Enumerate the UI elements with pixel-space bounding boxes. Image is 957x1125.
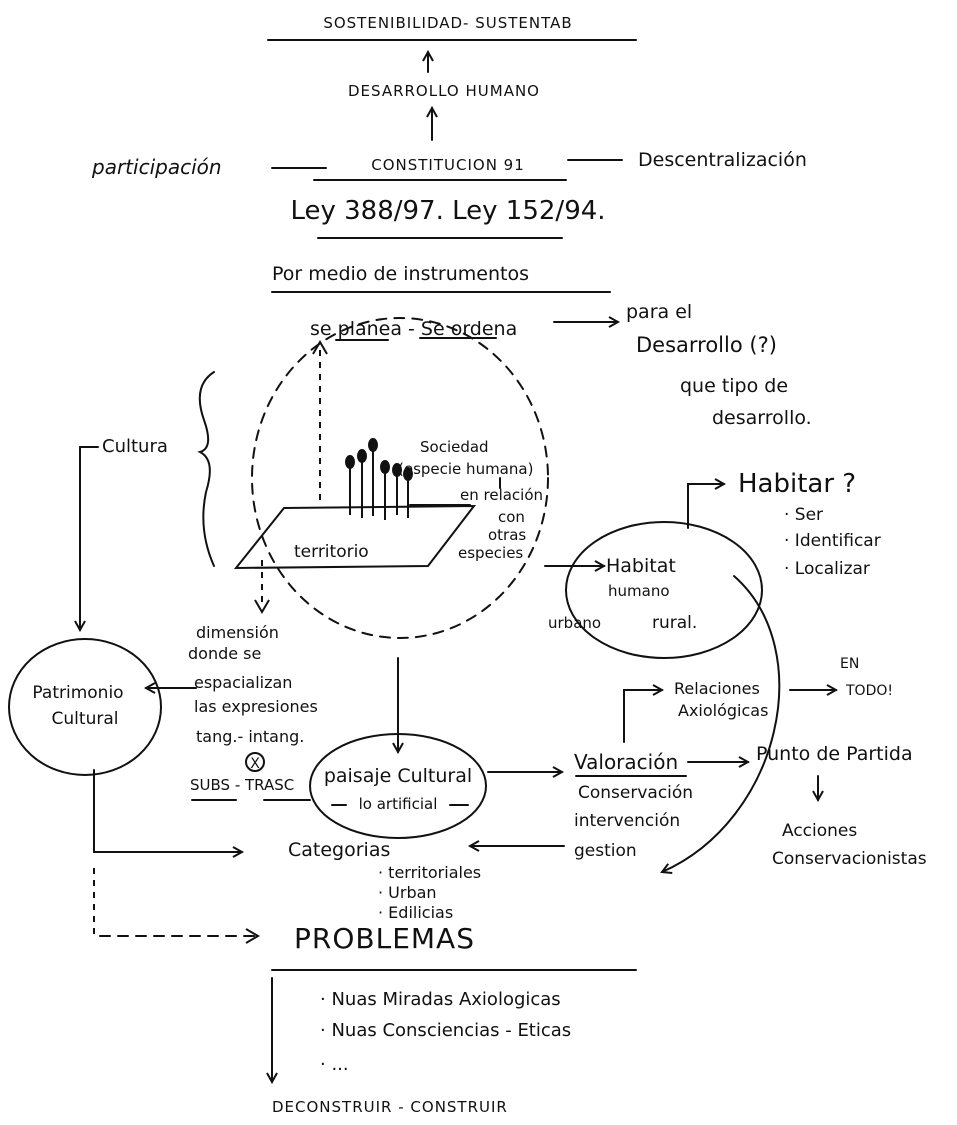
que-tipo-label: que tipo de [680, 375, 788, 397]
paisaje-label: paisaje Cultural [324, 765, 472, 787]
arrow-habitat-to-problemas [662, 575, 781, 872]
problemas-item-1: · Nuas Miradas Axiologicas [320, 989, 561, 1010]
todo-label: TODO! [845, 683, 893, 699]
punto-label: Punto de Partida [756, 743, 913, 765]
planea-label: se planea - Se ordena [310, 318, 517, 340]
cultura-label: Cultura [102, 436, 168, 457]
conservacion-label: Conservación [578, 783, 693, 803]
problemas-item-3: · ... [320, 1054, 349, 1075]
constitucion-label: CONSTITUCION 91 [371, 156, 525, 174]
dimension-line-1: dimensión [196, 623, 279, 642]
rural-label: rural. [652, 613, 697, 633]
habitar-item-2: · Identificar [784, 531, 881, 551]
urbano-label: urbano [548, 614, 601, 632]
problemas-dashed-arrow-head [245, 928, 260, 944]
categorias-item-1: · territoriales [378, 863, 481, 882]
sociedad-dashed-circle [251, 317, 549, 639]
dimension-line-5: tang.- intang. [196, 727, 304, 746]
categorias-item-3: · Edilicias [378, 903, 453, 922]
x-mark-label: X [250, 756, 260, 772]
instrumentos-label: Por medio de instrumentos [272, 263, 529, 285]
habitat-circle [565, 521, 763, 659]
habitar-item-1: · Ser [784, 505, 823, 525]
habitar-label: Habitar ? [738, 469, 856, 499]
especie-label: (especie humana) [398, 460, 533, 478]
axiologicas-label: Axiológicas [678, 701, 768, 720]
valoracion-label: Valoración [574, 750, 678, 774]
sociedad-label: Sociedad [420, 438, 489, 456]
intervencion-label: intervención [574, 811, 680, 831]
artificial-label: lo artificial [359, 795, 438, 813]
dashed-arrow-head [312, 340, 328, 355]
sostenibilidad-label: SOSTENIBILIDAD- SUSTENTAB [323, 14, 572, 32]
leyes-label: Ley 388/97. Ley 152/94. [290, 196, 605, 226]
participacion-label: participación [91, 155, 222, 179]
x-mark-circle [245, 752, 265, 772]
arrow-to-habitar [687, 484, 724, 529]
en-relacion-label: en relación [460, 486, 543, 504]
cultural-label: Cultural [52, 709, 119, 729]
patrimonio-label: Patrimonio [32, 683, 123, 703]
categorias-label: Categorias [288, 839, 390, 861]
habitat-label: Habitat [606, 555, 676, 577]
dimension-line-3: espacializan [194, 673, 292, 692]
dimension-line-4: las expresiones [194, 697, 318, 716]
dimension-line-2: donde se [188, 644, 261, 663]
problemas-item-2: · Nuas Consciencias - Eticas [320, 1020, 571, 1041]
arrow-to-relaciones [623, 690, 662, 743]
problemas-label: PROBLEMAS [294, 922, 475, 955]
cultura-brace [197, 371, 215, 567]
descentralizacion-label: Descentralización [638, 149, 807, 171]
categorias-item-2: · Urban [378, 883, 437, 902]
patrimonio-circle [8, 638, 162, 776]
gestion-label: gestion [574, 841, 637, 861]
para-el-label: para el [626, 301, 692, 323]
relaciones-label: Relaciones [674, 679, 760, 698]
otras-label: otras [488, 526, 526, 544]
desarrollo-q-label: Desarrollo (?) [636, 333, 777, 357]
territorio-label: territorio [294, 542, 369, 562]
acciones-label: Acciones [782, 821, 857, 841]
deconstruir-label: DECONSTRUIR - CONSTRUIR [272, 1098, 508, 1116]
desarrollo-label: desarrollo. [712, 407, 812, 429]
con-label: con [498, 508, 525, 526]
paisaje-circle [309, 733, 487, 839]
en-label: EN [840, 656, 859, 672]
desarrollo-humano-label: DESARROLLO HUMANO [348, 82, 540, 100]
especies-label: especies [458, 544, 523, 562]
dimension-arrow-head [254, 599, 270, 614]
habitar-item-3: · Localizar [784, 559, 870, 579]
subs-trasc-label: SUBS - TRASC [190, 776, 294, 794]
conservacionistas-label: Conservacionistas [772, 849, 927, 869]
humano-label: humano [608, 582, 670, 600]
territorio-plane [233, 504, 477, 570]
